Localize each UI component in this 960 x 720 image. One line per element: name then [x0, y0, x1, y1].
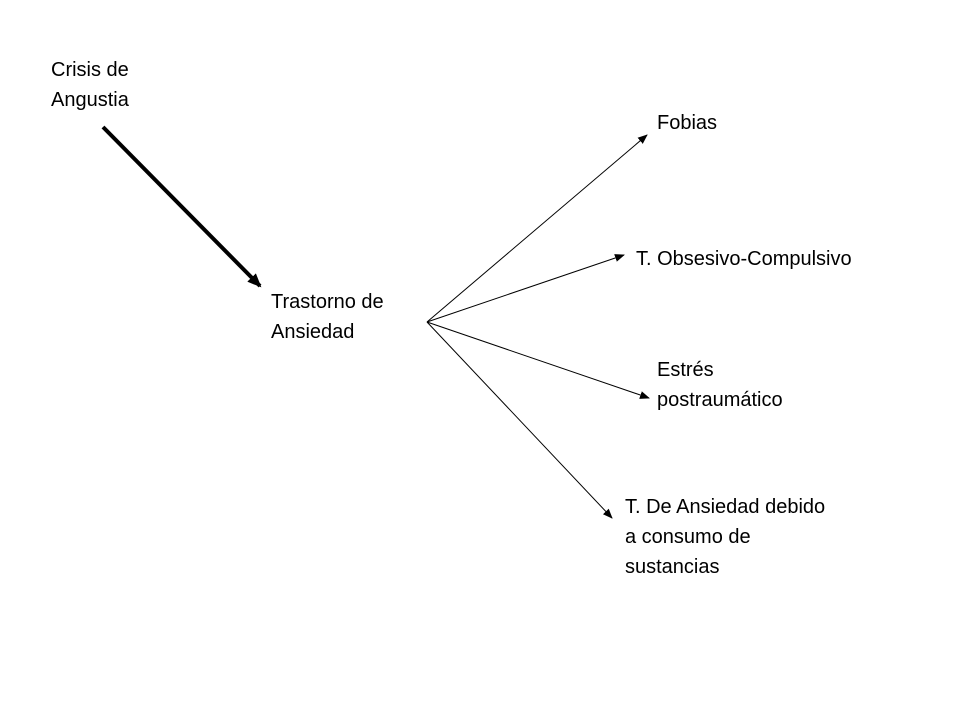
node-trastorno-de-ansiedad: Trastorno de Ansiedad	[271, 287, 384, 347]
node-label-line: sustancias	[625, 556, 720, 578]
node-label-line: Crisis de	[51, 59, 129, 81]
node-label-line: Fobias	[657, 112, 718, 134]
node-obsesivo-compulsivo: T. Obsesivo-Compulsivo	[636, 244, 852, 274]
node-label-line: Trastorno de	[271, 291, 384, 313]
edge-trastorno-to-sustancias	[426, 321, 613, 519]
node-label-line: T. Obsesivo-Compulsivo	[636, 248, 852, 270]
node-label-line: Ansiedad	[271, 321, 355, 343]
node-estres-postraumatico: Estrés postraumático	[657, 355, 783, 415]
node-label-line: T. De Ansiedad debido	[625, 496, 826, 518]
edge-crisis-to-trastorno	[101, 125, 262, 288]
edge-trastorno-to-toc	[426, 254, 625, 323]
node-label-line: Estrés	[657, 359, 714, 381]
node-ansiedad-por-sustancias: T. De Ansiedad debido a consumo de susta…	[625, 492, 825, 582]
node-label-line: postraumático	[657, 389, 783, 411]
edge-trastorno-to-estres	[426, 321, 650, 399]
node-fobias: Fobias	[657, 108, 717, 138]
edge-trastorno-to-fobias	[426, 134, 648, 323]
node-crisis-de-angustia: Crisis de Angustia	[51, 55, 129, 115]
node-label-line: a consumo de	[625, 526, 751, 548]
node-label-line: Angustia	[51, 89, 129, 111]
